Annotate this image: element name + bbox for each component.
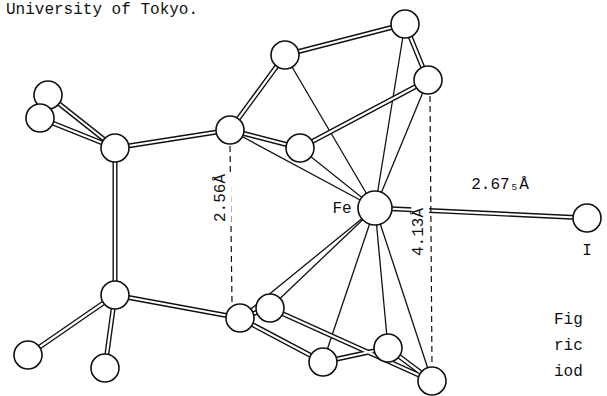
atom [101,134,129,162]
atom [14,341,42,369]
atom [374,334,402,362]
caption-fragment: Fig [552,312,585,330]
bond [375,208,587,218]
distance-label: 2.67₅Å [469,177,531,195]
atom [256,294,284,322]
atom [309,348,337,376]
atom [271,41,299,69]
bond [375,208,587,218]
bond [113,148,118,295]
distance-line [230,146,232,304]
distance-label: 4.13Å [411,206,429,258]
atom [391,10,419,38]
bond [115,130,230,148]
affiliation-text: University of Tokyo. [4,2,200,20]
bond [300,80,428,148]
atom [358,191,392,225]
bond [285,24,405,55]
bond [28,295,115,355]
bond [300,80,428,148]
atom [418,367,446,395]
bond [115,295,240,318]
fe-bond [375,24,405,208]
bond [285,24,405,55]
fe-ring-lines [230,24,432,381]
bond [115,295,240,318]
atom [26,104,54,132]
atoms [14,10,601,395]
fe-bond [375,80,428,208]
atom [573,204,601,232]
distance-lines [230,96,432,366]
caption-fragment: ric [552,338,585,356]
bond [114,148,116,295]
distance-label: 2.56Å [213,172,231,224]
atom [91,354,119,382]
bond [270,308,432,381]
atom [286,134,314,162]
atom [101,281,129,309]
fe-bond [270,208,375,308]
fe-bond [323,208,375,362]
atom [414,66,442,94]
bond [115,130,230,148]
atom [226,304,254,332]
distance-line [430,96,432,366]
atom-label: I [580,243,594,261]
bonds [28,24,587,381]
atom [216,116,244,144]
fe-bond [230,130,375,208]
bond [28,295,115,355]
caption-fragment: iod [552,364,585,382]
atom-label: Fe [330,201,353,219]
